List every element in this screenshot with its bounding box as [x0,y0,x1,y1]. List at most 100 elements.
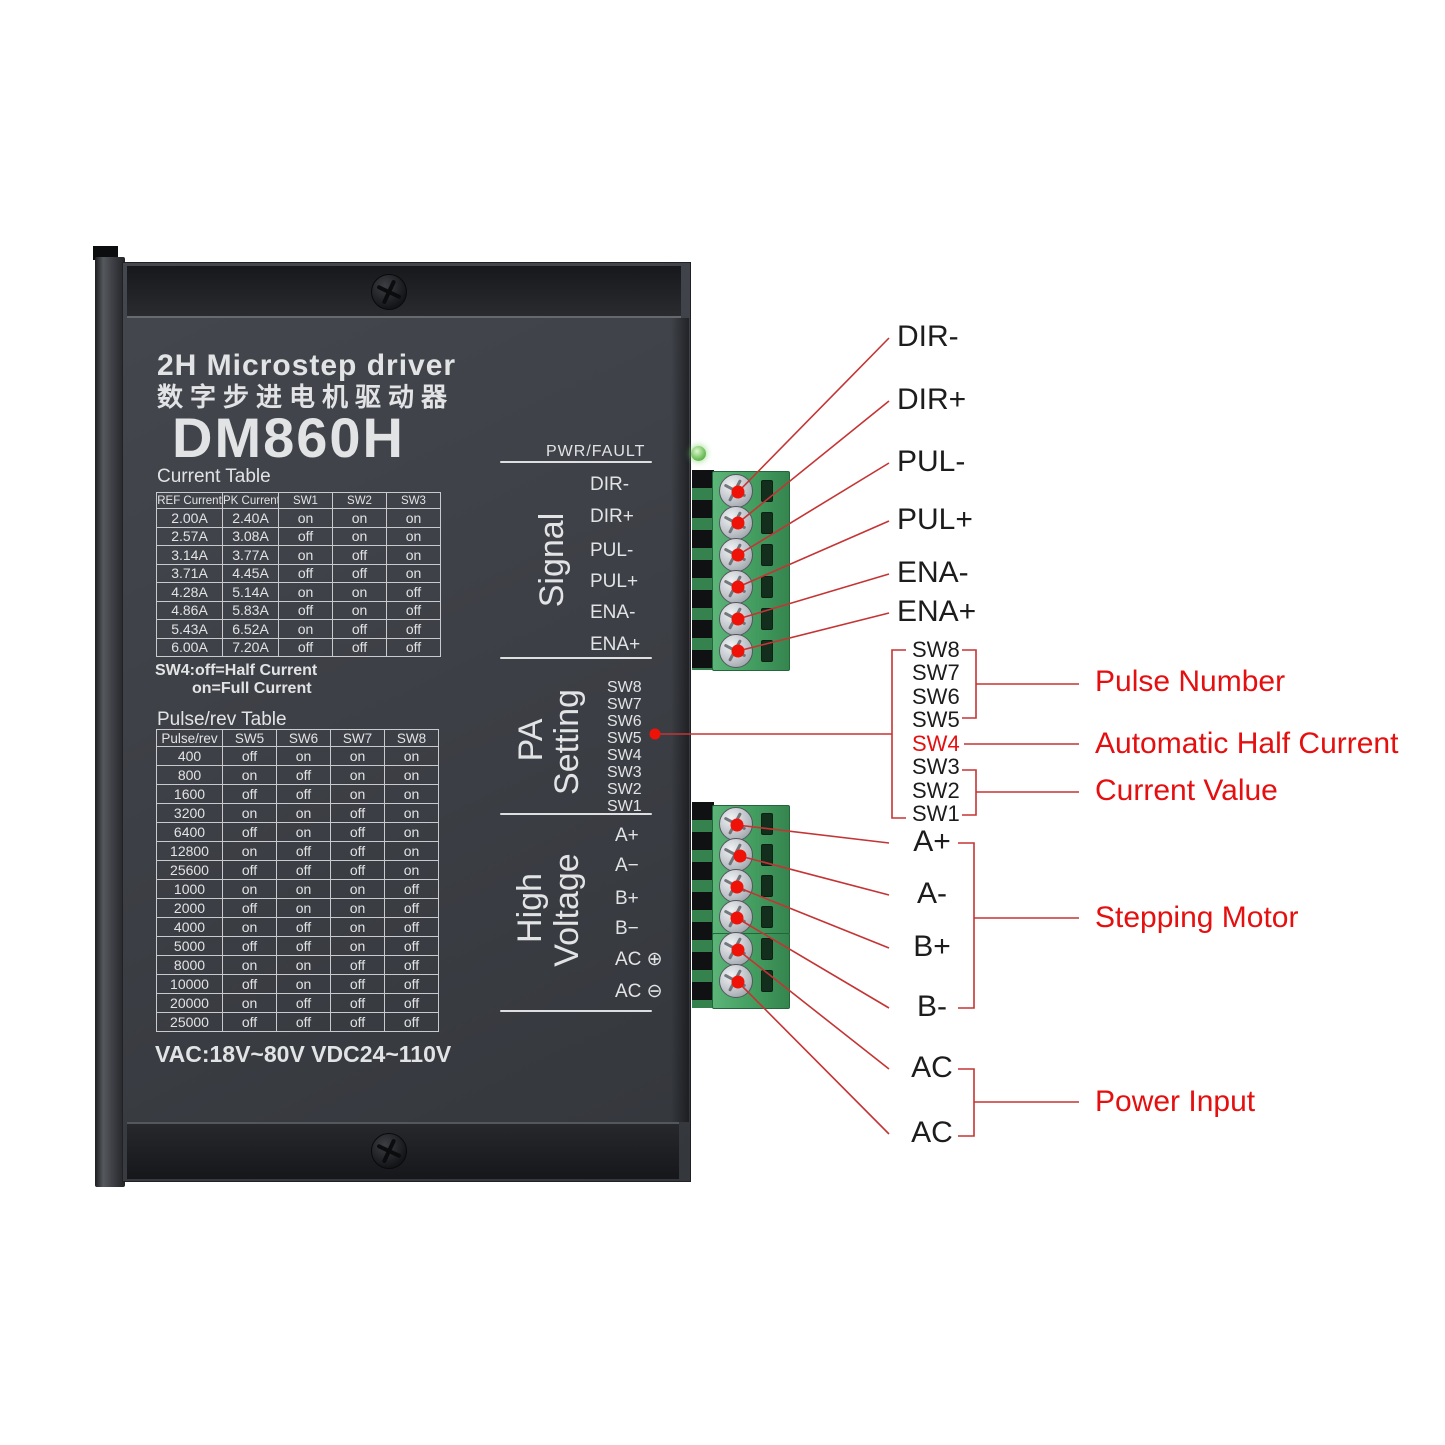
device-pin-a-plus: A+ [615,825,639,846]
label-pul-minus: PUL- [897,445,966,478]
table-cell: on [222,879,277,899]
table-cell: on [384,841,439,861]
table-cell: on [384,822,439,842]
label-b-minus: B- [917,990,947,1023]
label-ac2: AC [911,1116,953,1149]
label-sw8: SW8 [912,637,960,662]
pulse-table-title: Pulse/rev Table [157,709,287,730]
table-cell: on [384,803,439,823]
table-cell: off [330,841,385,861]
label-ena-plus: ENA+ [897,595,977,628]
pa-setting-label-line1: PA [512,718,550,762]
table-cell: off [330,822,385,842]
table-cell: on [330,784,385,804]
table-cell: off [332,545,387,565]
table-cell: 4000 [156,917,223,937]
mounting-tab [93,246,118,260]
table-cell: on [384,765,439,785]
label-dir-plus: DIR+ [897,383,967,416]
table-cell: off [386,637,441,657]
table-cell: SW1 [278,492,333,509]
table-cell: SW6 [276,729,331,747]
table-cell: on [276,974,331,994]
table-cell: 800 [156,765,223,785]
table-cell: on [278,508,333,528]
driver-right-bevel [671,318,689,1122]
table-cell: REF Current [156,492,223,509]
table-cell: off [332,637,387,657]
terminal-screw-b-minus [719,900,753,934]
table-cell: off [386,619,441,639]
table-cell: off [276,784,331,804]
wire-port [761,480,773,502]
label-a-minus: A- [917,877,947,910]
device-pin-dir-minus: DIR- [590,474,630,495]
case-screw-top [371,274,407,310]
device-dip-sw5: SW5 [607,730,642,747]
table-cell: 5.43A [156,619,223,639]
device-pin-b-minus: B− [615,918,639,939]
table-cell: off [278,600,333,620]
terminal-screw-dir-plus [719,506,753,540]
connector-mount-lower [692,802,714,1008]
label-a-plus: A+ [913,825,951,858]
table-cell: on [276,746,331,766]
callout-pulse-number: Pulse Number [1095,665,1286,698]
callout-stepping-motor: Stepping Motor [1095,901,1299,934]
table-cell: 2.00A [156,508,223,528]
table-cell: off [276,860,331,880]
wire-port [761,938,773,960]
table-cell: 4.45A [222,563,279,583]
device-dip-sw4: SW4 [607,747,642,764]
device-pin-ac-minus: AC ⊖ [615,981,663,1002]
table-cell: 6400 [156,822,223,842]
wire-port [761,512,773,534]
voltage-rating: VAC:18V~80V VDC24~110V [155,1041,452,1067]
table-cell: off [330,993,385,1013]
device-pin-ena-plus: ENA+ [590,634,641,655]
terminal-screw-a-minus [719,838,753,872]
sw4-note-line2: on=Full Current [192,680,312,697]
table-cell: SW8 [384,729,439,747]
device-pin-ac-plus: AC ⊕ [615,949,663,970]
device-pin-ena-minus: ENA- [590,602,636,623]
table-cell: on [222,955,277,975]
device-dip-sw3: SW3 [607,764,642,781]
device-dip-sw2: SW2 [607,781,642,798]
device-pin-pul-plus: PUL+ [590,571,639,592]
table-cell: on [330,898,385,918]
table-cell: 1600 [156,784,223,804]
section-divider [500,461,652,463]
device-title: 2H Microstep driver [157,349,457,382]
callout-automatic-half-current: Automatic Half Current [1095,727,1399,760]
terminal-screw-ac1 [719,932,753,966]
table-cell: Pulse/rev [156,729,223,747]
table-cell: off [384,936,439,956]
table-cell: 2.40A [222,508,279,528]
table-cell: on [278,619,333,639]
table-cell: on [278,582,333,602]
label-ena-minus: ENA- [897,556,969,589]
table-cell: on [278,545,333,565]
wire-port [761,875,773,897]
terminal-screw-dir-minus [719,474,753,508]
table-cell: on [222,993,277,1013]
table-cell: off [222,898,277,918]
table-cell: on [222,765,277,785]
table-cell: 8000 [156,955,223,975]
table-cell: 5.14A [222,582,279,602]
pwr-fault-led [691,446,706,461]
table-cell: off [276,936,331,956]
